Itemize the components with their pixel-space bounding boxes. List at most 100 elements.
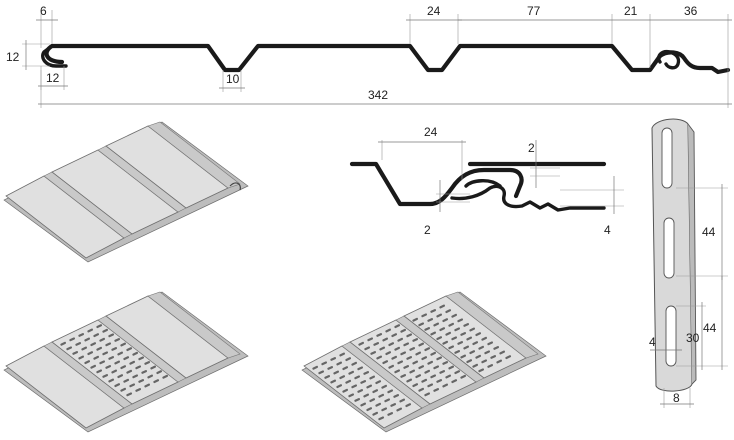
perforation-hole: [424, 369, 431, 374]
perforation-hole: [445, 374, 452, 379]
perforation-hole: [433, 322, 440, 327]
dim-lock-width: 36: [684, 4, 698, 18]
perforation-hole: [96, 369, 103, 374]
perforation-hole: [400, 373, 407, 378]
dim-overhang-top: 6: [40, 4, 47, 18]
dim-slot-length: 30: [686, 331, 700, 345]
perforation-hole: [108, 333, 115, 338]
perforation-hole: [81, 346, 88, 351]
perforation-hole: [138, 356, 145, 361]
perforation-hole: [96, 324, 103, 329]
perforation-hole: [439, 369, 446, 374]
profile-outline: [44, 43, 731, 75]
dim-lip: 12: [46, 71, 60, 85]
perforation-hole: [373, 341, 380, 346]
perforation-hole: [370, 350, 377, 355]
perforation-field: [60, 324, 169, 397]
perforation-hole: [442, 360, 449, 365]
perforation-hole: [409, 369, 416, 374]
perforation-hole: [141, 369, 148, 374]
perforation-hole: [351, 384, 358, 389]
perforation-hole: [399, 398, 406, 403]
perforation-hole: [451, 313, 458, 318]
dim-strip-width: 8: [673, 391, 680, 405]
perforation-hole: [360, 379, 367, 384]
perforation-hole: [387, 411, 394, 416]
perforation-hole: [424, 347, 431, 352]
perforation-hole: [360, 402, 367, 407]
panel-solid: [3, 121, 249, 263]
perforation-hole: [445, 309, 452, 314]
perforation-hole: [384, 398, 391, 403]
perforation-hole: [345, 379, 352, 384]
perforation-hole: [364, 346, 371, 351]
perforation-hole: [75, 341, 82, 346]
perforation-hole: [339, 352, 346, 357]
perforation-hole: [90, 364, 97, 369]
perforation-hole: [330, 356, 337, 361]
perforation-hole: [442, 383, 449, 388]
dim-groove-top: 24: [427, 4, 441, 18]
perforation-hole: [412, 337, 419, 342]
perforation-hole: [78, 355, 85, 360]
perforation-hole: [406, 333, 413, 338]
perforation-hole: [490, 354, 497, 359]
perforation-hole: [385, 328, 392, 333]
perforation-hole: [99, 337, 106, 342]
perforation-hole: [403, 342, 410, 347]
perforation-hole: [454, 327, 461, 332]
perforation-hole: [388, 364, 395, 369]
perforation-hole: [111, 346, 118, 351]
perforation-hole: [393, 393, 400, 398]
perforation-hole: [99, 360, 106, 365]
perforation-hole: [439, 304, 446, 309]
perforation-hole: [132, 374, 139, 379]
perforation-hole: [412, 383, 419, 388]
lock-upper-profile: [349, 161, 524, 207]
perforation-hole: [366, 407, 373, 412]
perforation-hole: [342, 388, 349, 393]
perforation-hole: [484, 350, 491, 355]
perforation-hole: [345, 357, 352, 362]
perforation-hole: [87, 328, 94, 333]
dim-gap-bottom: 2: [424, 223, 431, 237]
perforation-hole: [376, 355, 383, 360]
perforation-hole: [397, 360, 404, 365]
slot: [665, 305, 677, 367]
perforation-hole: [150, 365, 157, 370]
perforation-hole: [436, 313, 443, 318]
perforation-hole: [460, 354, 467, 359]
perforation-hole: [421, 313, 428, 318]
perforation-hole: [117, 351, 124, 356]
perforation-hole: [102, 351, 109, 356]
perforation-hole: [427, 317, 434, 322]
perforation-hole: [460, 331, 467, 336]
perforation-hole: [312, 365, 319, 370]
perforation-hole: [418, 365, 425, 370]
perforation-hole: [123, 356, 130, 361]
perforation-hole: [406, 378, 413, 383]
perforation-hole: [372, 389, 379, 394]
perforation-hole: [162, 374, 169, 379]
perforation-hole: [111, 369, 118, 374]
perforation-hole: [412, 360, 419, 365]
perforation-hole: [478, 345, 485, 350]
perforation-hole: [348, 370, 355, 375]
perforation-hole: [445, 331, 452, 336]
perforation-hole: [454, 370, 461, 375]
perforation-hole: [418, 342, 425, 347]
perforation-hole: [487, 341, 494, 346]
perforation-hole: [138, 378, 145, 383]
dim-step: 21: [624, 4, 638, 18]
perforation-hole: [379, 346, 386, 351]
perforation-hole: [397, 337, 404, 342]
perforation-hole: [126, 347, 133, 352]
perforation-hole: [472, 363, 479, 368]
perforation-hole: [460, 374, 467, 379]
perforation-hole: [387, 389, 394, 394]
perforation-hole: [144, 360, 151, 365]
perforation-hole: [499, 350, 506, 355]
perforation-hole: [369, 398, 376, 403]
perforation-hole: [381, 407, 388, 412]
perforation-hole: [457, 318, 464, 323]
